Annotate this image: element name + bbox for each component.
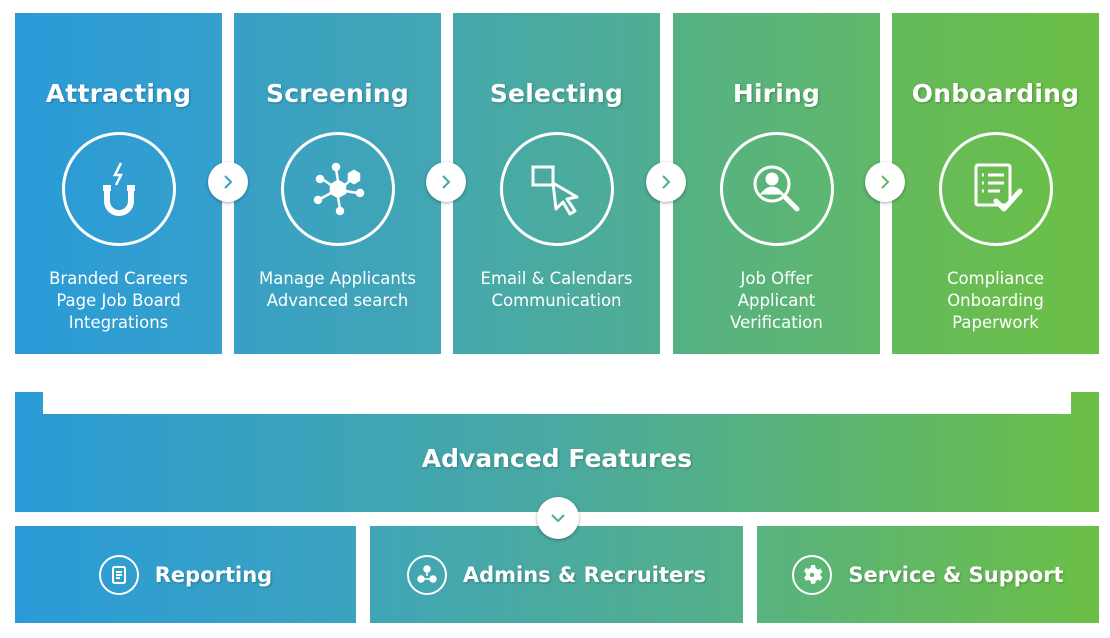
chevron-right-icon: [224, 175, 233, 189]
network-icon: [280, 132, 395, 246]
stage-description: Branded Careers Page Job Board Integrati…: [15, 268, 222, 334]
stage-desc-line: Manage Applicants: [259, 269, 416, 288]
magnet-icon: [61, 132, 176, 246]
stage-desc-line: Communication: [491, 291, 622, 310]
chevron-right-icon: [442, 175, 451, 189]
stage-desc-line: Page Job Board: [56, 291, 181, 310]
down-chevron: [537, 497, 579, 539]
stage-title: Selecting: [489, 79, 624, 108]
team-icon: [406, 554, 447, 595]
feature-reporting: Reporting: [15, 526, 356, 623]
stage-desc-line: Branded Careers: [49, 269, 188, 288]
feature-label: Service & Support: [848, 562, 1064, 587]
stage-hiring: Hiring Job Offer Applicant Verification: [673, 13, 880, 354]
stage-selecting: Selecting Email & Calendars Communicatio…: [453, 13, 660, 354]
stage-title: Attracting: [45, 79, 192, 108]
cursor-select-icon: [499, 132, 614, 246]
chevron-right-icon: [662, 175, 671, 189]
stage-title: Onboarding: [911, 79, 1080, 108]
gear-icon: [792, 554, 833, 595]
stage-attracting: Attracting Branded Careers Page Job Boar…: [15, 13, 222, 354]
stage-title: Screening: [266, 79, 409, 108]
advanced-features-banner: Advanced Features: [15, 392, 1099, 512]
stage-desc-line: Verification: [730, 313, 823, 332]
search-person-icon: [719, 132, 834, 246]
stage-desc-line: Onboarding: [947, 291, 1044, 310]
stage-desc-line: Advanced search: [266, 291, 409, 310]
bracket-notch: [43, 392, 1071, 414]
stage-description: Job Offer Applicant Verification: [673, 268, 880, 334]
stage-desc-line: Applicant: [737, 291, 816, 310]
stage-desc-line: Compliance: [946, 269, 1045, 288]
stage-title: Hiring: [732, 79, 821, 108]
stage-description: Email & Calendars Communication: [453, 268, 660, 312]
next-stage-chevron: [865, 162, 905, 202]
checklist-icon: [938, 132, 1053, 246]
stage-onboarding: Onboarding Compliance Onboarding Paperwo…: [892, 13, 1099, 354]
stage-desc-line: Integrations: [68, 313, 169, 332]
stage-desc-line: Paperwork: [952, 313, 1039, 332]
feature-admins-recruiters: Admins & Recruiters: [370, 526, 743, 623]
stage-desc-line: Job Offer: [740, 269, 813, 288]
stage-desc-line: Email & Calendars: [480, 269, 633, 288]
feature-label: Admins & Recruiters: [462, 562, 707, 587]
next-stage-chevron: [208, 162, 248, 202]
chevron-right-icon: [881, 175, 890, 189]
next-stage-chevron: [426, 162, 466, 202]
document-icon: [98, 554, 139, 595]
stage-description: Manage Applicants Advanced search: [234, 268, 441, 312]
chevron-down-icon: [551, 514, 565, 523]
stage-screening: Screening Manage Applicants Advanced sea…: [234, 13, 441, 354]
advanced-features-title: Advanced Features: [421, 444, 693, 473]
stage-description: Compliance Onboarding Paperwork: [892, 268, 1099, 334]
feature-label: Reporting: [154, 562, 273, 587]
feature-service-support: Service & Support: [757, 526, 1099, 623]
next-stage-chevron: [646, 162, 686, 202]
